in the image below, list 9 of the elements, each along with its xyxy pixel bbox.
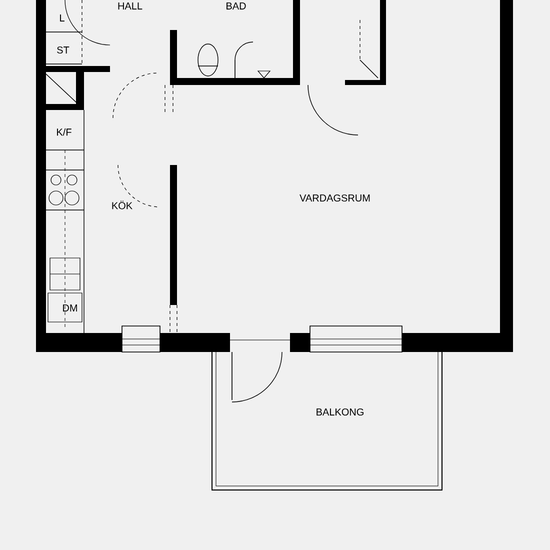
room-label: BALKONG	[316, 408, 364, 416]
room-label: ST	[57, 46, 70, 54]
room-label: KÖK	[112, 200, 132, 210]
room-label: K/F	[57, 128, 72, 136]
room-label: DM	[63, 304, 77, 312]
room-label: HALL	[118, 2, 142, 10]
room-label: VARDAGSRUM	[300, 194, 370, 202]
room-label: BAD	[226, 2, 246, 10]
room-label: L	[60, 14, 64, 22]
